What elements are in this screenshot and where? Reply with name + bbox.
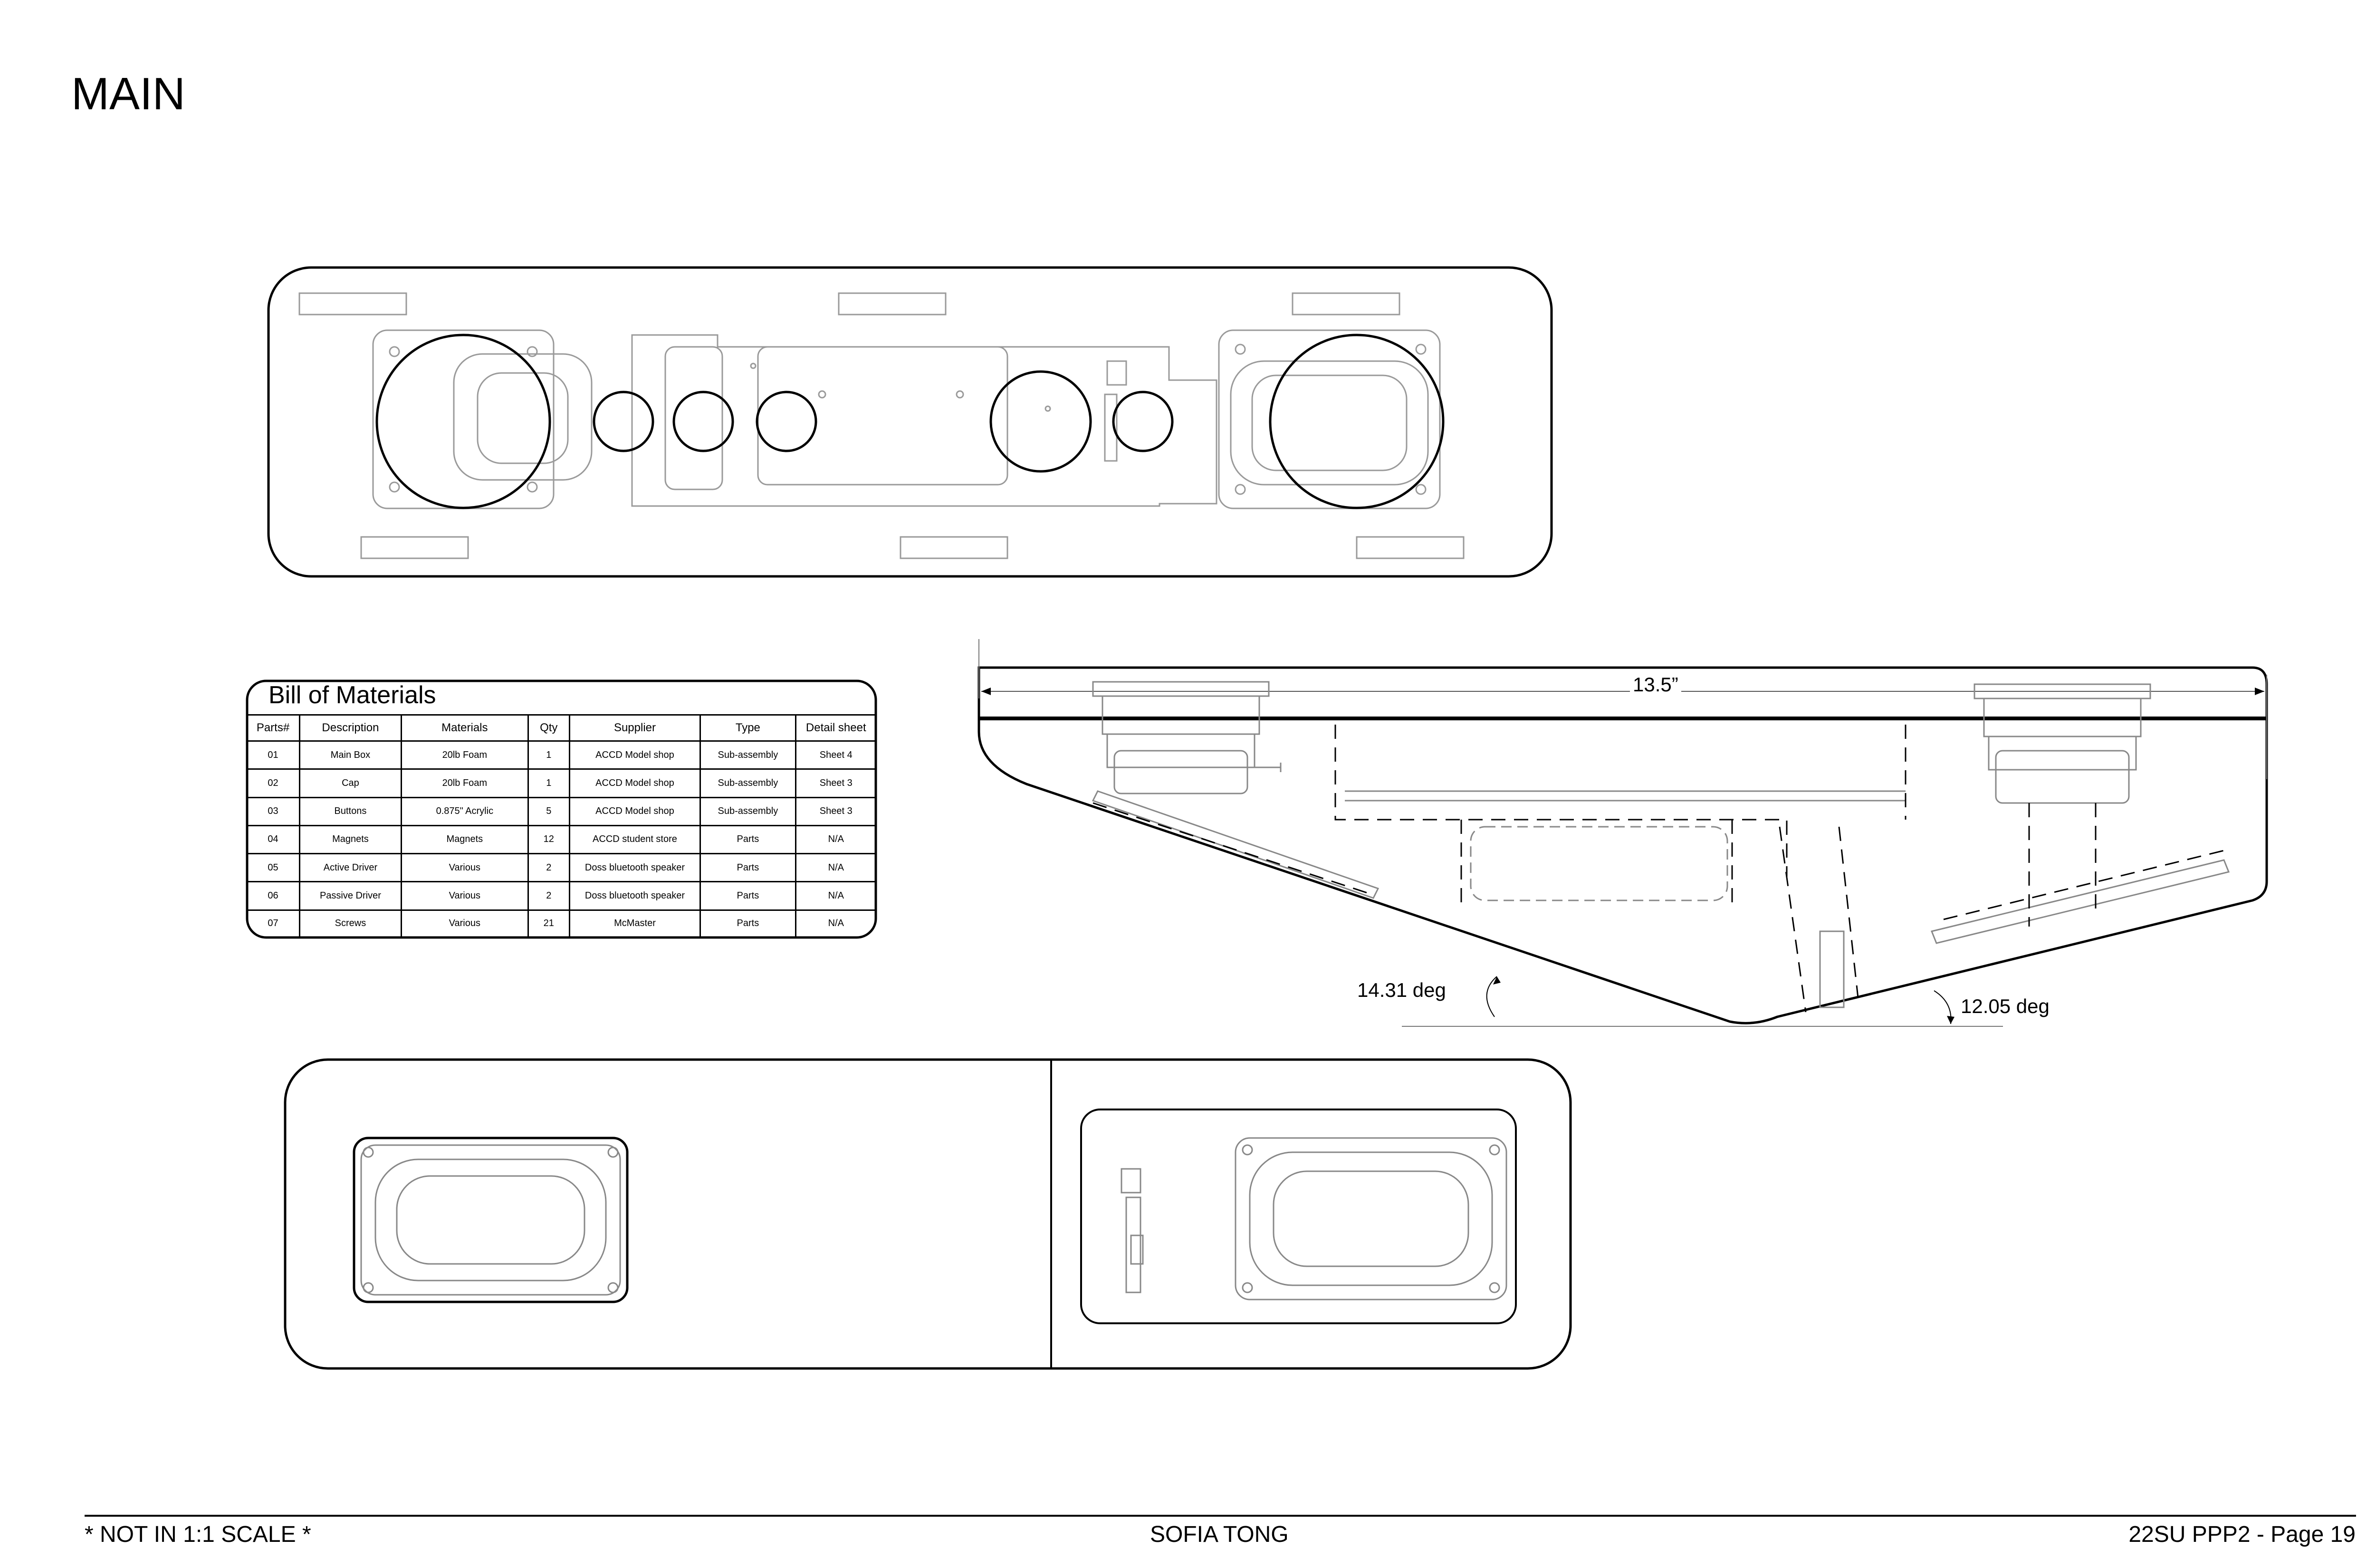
bom-header-cell: Materials bbox=[400, 714, 529, 742]
section-view bbox=[977, 639, 2268, 1027]
angle-left-label: 14.31 deg bbox=[1354, 980, 1449, 1000]
bom-cell: Magnets bbox=[400, 824, 529, 855]
bom-cell: N/A bbox=[795, 824, 876, 855]
scale-note: * NOT IN 1:1 SCALE * bbox=[85, 1522, 311, 1547]
bom-cell: McMaster bbox=[568, 909, 701, 937]
bom-cell: 05 bbox=[247, 853, 301, 883]
bom-cell: 03 bbox=[247, 796, 301, 826]
bottom-views bbox=[284, 1058, 1572, 1370]
bom-cell: ACCD Model shop bbox=[568, 796, 701, 826]
button-circle bbox=[1112, 391, 1174, 452]
driver-frame-right bbox=[1218, 329, 1441, 509]
bom-header-cell: Parts# bbox=[247, 714, 301, 742]
bom-cell: Doss bluetooth speaker bbox=[568, 853, 701, 883]
magnet-pocket bbox=[360, 536, 469, 559]
magnet-pocket bbox=[900, 536, 1008, 559]
bom-cell: Various bbox=[400, 909, 529, 937]
bom-cell: Sub-assembly bbox=[699, 768, 796, 798]
bom-cell: ACCD Model shop bbox=[568, 740, 701, 770]
table-row: 02 Cap 20lb Foam 1 ACCD Model shop Sub-a… bbox=[247, 768, 876, 798]
bom-cell: 20lb Foam bbox=[400, 768, 529, 798]
table-row: 05 Active Driver Various 2 Doss bluetoot… bbox=[247, 853, 876, 883]
driver-cutout-right bbox=[1080, 1109, 1517, 1324]
bom-cell: N/A bbox=[795, 909, 876, 937]
bom-cell: 0.875" Acrylic bbox=[400, 796, 529, 826]
magnet-pocket bbox=[298, 292, 407, 316]
bom-cell: ACCD student store bbox=[568, 824, 701, 855]
bom-cell: Sub-assembly bbox=[699, 740, 796, 770]
bom-cell: Sheet 3 bbox=[795, 768, 876, 798]
bottom-view-outline bbox=[284, 1058, 1572, 1370]
author-name: SOFIA TONG bbox=[1150, 1522, 1289, 1547]
width-dimension-label: 13.5” bbox=[1630, 675, 1681, 695]
bom-cell: 2 bbox=[527, 853, 570, 883]
bom-cell: N/A bbox=[795, 881, 876, 911]
section-outline bbox=[977, 666, 2268, 1024]
bom-cell: Passive Driver bbox=[299, 881, 402, 911]
bom-cell: 12 bbox=[527, 824, 570, 855]
button-circle bbox=[672, 391, 734, 452]
bom-cell: Parts bbox=[699, 853, 796, 883]
bom-header-cell: Qty bbox=[527, 714, 570, 742]
page-title: MAIN bbox=[71, 68, 185, 119]
bom-cell: Sheet 4 bbox=[795, 740, 876, 770]
driver-circle-left bbox=[375, 334, 551, 509]
bom-cell: Main Box bbox=[299, 740, 402, 770]
driver-cutout-left bbox=[353, 1137, 629, 1303]
table-row: 06 Passive Driver Various 2 Doss bluetoo… bbox=[247, 881, 876, 911]
bom-cell: 01 bbox=[247, 740, 301, 770]
bom-cell: Screws bbox=[299, 909, 402, 937]
bom-cell: 06 bbox=[247, 881, 301, 911]
page-label: 22SU PPP2 - Page 19 bbox=[2128, 1522, 2356, 1547]
bom-cell: Parts bbox=[699, 909, 796, 937]
bom-cell: 04 bbox=[247, 824, 301, 855]
top-view-outline bbox=[267, 266, 1553, 578]
bom-cell: 2 bbox=[527, 881, 570, 911]
bom-header-cell: Supplier bbox=[568, 714, 701, 742]
bom-cell: Parts bbox=[699, 824, 796, 855]
button-circle bbox=[756, 391, 817, 452]
bom-cell: 02 bbox=[247, 768, 301, 798]
button-circle-large bbox=[989, 370, 1092, 473]
top-view bbox=[267, 266, 1553, 578]
bom-header-row: Parts# Description Materials Qty Supplie… bbox=[247, 714, 876, 742]
bom-cell: 20lb Foam bbox=[400, 740, 529, 770]
bom-header-cell: Description bbox=[299, 714, 402, 742]
table-row: 04 Magnets Magnets 12 ACCD student store… bbox=[247, 824, 876, 855]
bom-cell: 1 bbox=[527, 740, 570, 770]
bom-cell: Various bbox=[400, 853, 529, 883]
bom-header-cell: Type bbox=[699, 714, 796, 742]
angle-right-label: 12.05 deg bbox=[1958, 996, 2052, 1016]
bom-cell: 07 bbox=[247, 909, 301, 937]
magnet-pocket bbox=[838, 292, 947, 316]
bom-cell: Doss bluetooth speaker bbox=[568, 881, 701, 911]
table-row: 01 Main Box 20lb Foam 1 ACCD Model shop … bbox=[247, 740, 876, 770]
bom-cell: Cap bbox=[299, 768, 402, 798]
bom-cell: Sheet 3 bbox=[795, 796, 876, 826]
bom-cell: Parts bbox=[699, 881, 796, 911]
bom-cell: Active Driver bbox=[299, 853, 402, 883]
bom-table: Parts# Description Materials Qty Supplie… bbox=[247, 714, 876, 937]
magnet-pocket bbox=[1292, 292, 1400, 316]
table-row: 03 Buttons 0.875" Acrylic 5 ACCD Model s… bbox=[247, 796, 876, 826]
bom-cell: Sub-assembly bbox=[699, 796, 796, 826]
bom-cell: Buttons bbox=[299, 796, 402, 826]
bom-cell: Magnets bbox=[299, 824, 402, 855]
magnet-pocket bbox=[1356, 536, 1465, 559]
bom-title: Bill of Materials bbox=[268, 681, 436, 709]
bom-cell: N/A bbox=[795, 853, 876, 883]
footer-divider bbox=[85, 1515, 2356, 1517]
table-row: 07 Screws Various 21 McMaster Parts N/A bbox=[247, 909, 876, 937]
bom-cell: Various bbox=[400, 881, 529, 911]
button-circle bbox=[593, 391, 654, 452]
driver-circle-right bbox=[1269, 334, 1445, 509]
bom-cell: ACCD Model shop bbox=[568, 768, 701, 798]
bom-cell: 21 bbox=[527, 909, 570, 937]
bom-cell: 5 bbox=[527, 796, 570, 826]
bom-header-cell: Detail sheet bbox=[795, 714, 876, 742]
bom-cell: 1 bbox=[527, 768, 570, 798]
circuit-board bbox=[631, 334, 1217, 507]
